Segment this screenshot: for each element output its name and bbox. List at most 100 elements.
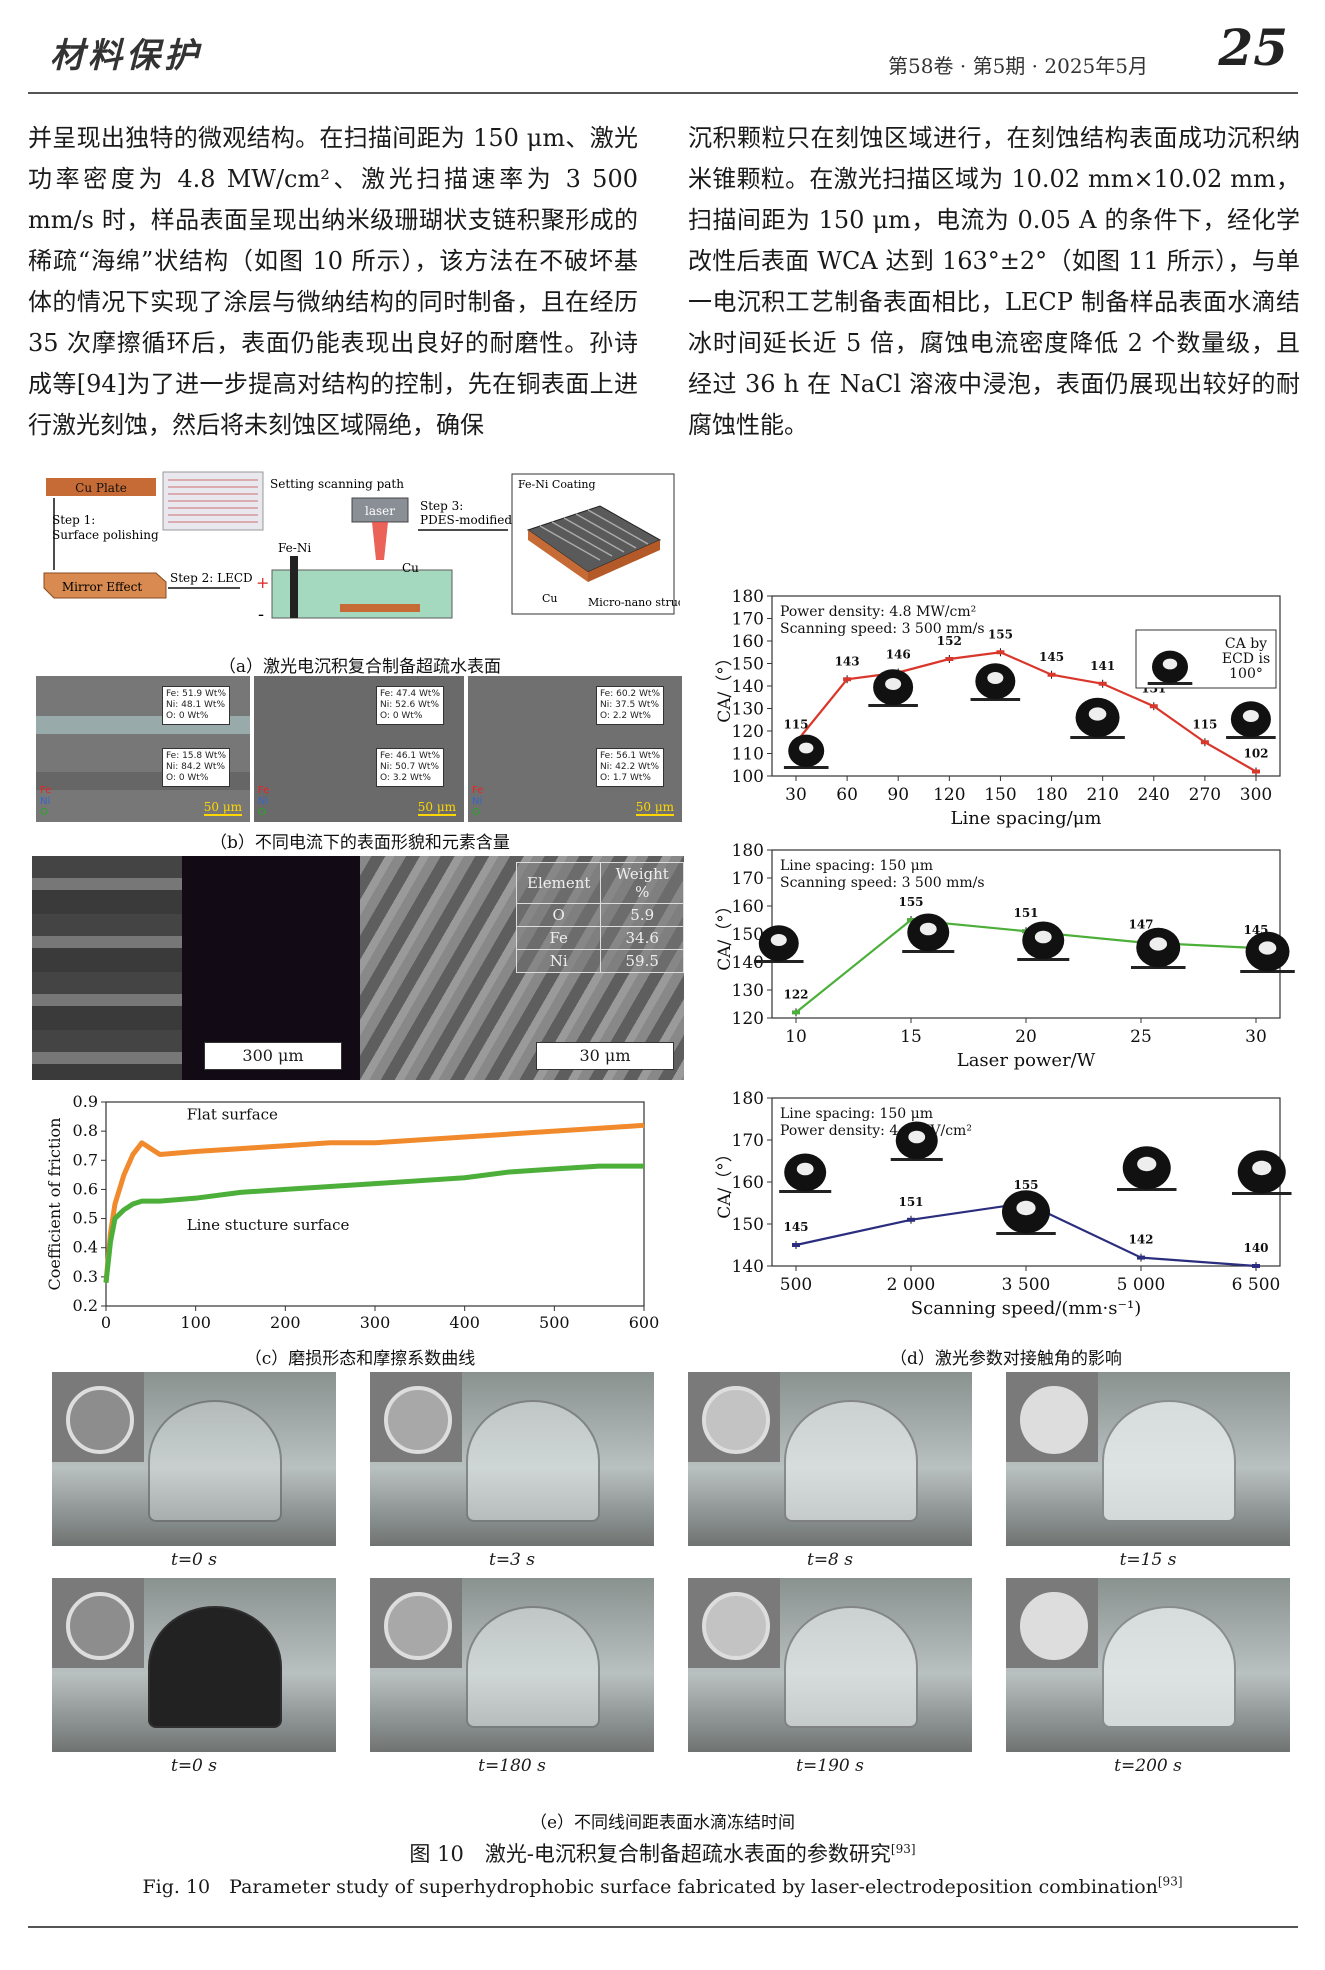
ecd-note-text: ECD is — [1222, 651, 1270, 667]
droplet-highlight — [770, 934, 787, 946]
droplet-highlight — [1088, 707, 1107, 721]
droplet-highlight — [1034, 930, 1052, 944]
caption-e: （e）不同线间距表面水滴冻结时间 — [529, 1813, 796, 1833]
droplet-photo — [52, 1372, 336, 1546]
sem-scale-3: 50 μm — [635, 800, 674, 816]
droplet-highlight — [1242, 710, 1259, 722]
series-line — [103, 1163, 644, 1283]
droplet-photo — [370, 1578, 654, 1752]
y-tick-label: 140 — [732, 677, 764, 697]
wear-image-map: 300 μm — [32, 856, 360, 1080]
y-tick-label: 140 — [732, 953, 764, 973]
data-label: 140 — [1243, 1241, 1268, 1255]
time-label: t=190 s — [796, 1756, 864, 1776]
condition-note: Scanning speed: 3 500 mm/s — [780, 621, 985, 637]
ecd-droplet-icon — [1147, 650, 1193, 685]
x-tick-label: 120 — [933, 785, 965, 805]
cu2-label: Cu — [542, 592, 558, 605]
micronano-label: Micro-nano structure — [588, 596, 680, 609]
y-tick-label: 150 — [732, 655, 764, 675]
y-tick-label: 0.8 — [73, 1121, 98, 1140]
droplet-highlight — [1162, 658, 1178, 670]
x-tick-label: 30 — [785, 785, 807, 805]
data-label: 151 — [898, 1195, 923, 1209]
droplet-icon — [1240, 931, 1295, 973]
data-point — [1252, 1264, 1260, 1268]
x-axis-label: Line spacing/μm — [951, 808, 1102, 829]
y-tick-label: 0.6 — [73, 1179, 98, 1198]
x-tick-label: 90 — [887, 785, 909, 805]
x-tick-label: 20 — [1015, 1027, 1037, 1047]
y-tick-label: 0.9 — [73, 1092, 98, 1111]
data-point — [1137, 1255, 1145, 1260]
droplet-substrate — [970, 698, 1021, 701]
droplet-highlight — [1252, 1160, 1272, 1176]
droplet-highlight — [1258, 941, 1277, 955]
droplet-substrate — [890, 1158, 943, 1161]
caption-b: （b）不同电流下的表面形貌和元素含量 — [210, 833, 510, 853]
droplet-icon — [779, 1153, 832, 1193]
sem-image-1: Fe: 51.9 Wt%Ni: 48.1 Wt%O: 0 Wt% Fe: 15.… — [36, 676, 250, 822]
water-droplet — [1102, 1400, 1236, 1522]
x-tick-label: 15 — [900, 1027, 922, 1047]
droplet-icon — [1070, 697, 1125, 739]
x-tick-label: 400 — [449, 1313, 480, 1332]
x-tick-label: 3 500 — [1002, 1275, 1051, 1295]
data-label: 155 — [1013, 1178, 1038, 1192]
eds-box-6: Fe: 56.1 Wt%Ni: 42.2 Wt%O: 1.7 Wt% — [596, 748, 664, 787]
step3-desc: PDES-modified — [420, 513, 512, 527]
data-point — [996, 650, 1005, 655]
y-tick-label: 160 — [732, 1173, 764, 1193]
droplet-substrate — [1147, 682, 1193, 685]
water-droplet — [466, 1606, 600, 1728]
droplet-photo — [688, 1372, 972, 1546]
data-label: 145 — [1039, 650, 1064, 664]
x-tick-label: 210 — [1086, 785, 1118, 805]
y-tick-label: 130 — [732, 700, 764, 720]
caption-c: （c）磨损形态和摩擦系数曲线 — [244, 1349, 476, 1369]
droplet-substrate — [868, 704, 918, 707]
y-tick-label: 130 — [732, 981, 764, 1001]
x-tick-label: 600 — [629, 1313, 660, 1332]
y-tick-label: 110 — [732, 745, 764, 765]
scale-300: 300 μm — [204, 1042, 342, 1070]
y-tick-label: 140 — [732, 1257, 764, 1277]
x-tick-label: 2 000 — [887, 1275, 936, 1295]
x-tick-label: 300 — [1240, 785, 1272, 805]
droplet-substrate — [1017, 958, 1070, 961]
droplet-substrate — [1231, 1192, 1292, 1195]
y-tick-label: 170 — [732, 1131, 764, 1151]
x-tick-label: 500 — [780, 1275, 812, 1295]
series-label: Flat surface — [187, 1105, 278, 1123]
data-label: 115 — [783, 717, 808, 731]
minus-sign: - — [258, 604, 264, 625]
step1-label: Step 1: — [52, 513, 95, 527]
time-label: t=15 s — [1119, 1550, 1177, 1570]
data-point — [1098, 681, 1107, 686]
x-tick-label: 60 — [836, 785, 858, 805]
y-axis-label: Coefficient of friction — [45, 1118, 64, 1291]
time-label: t=0 s — [170, 1550, 218, 1570]
ecd-note-text: 100° — [1229, 666, 1263, 682]
data-point — [1047, 672, 1056, 677]
x-tick-label: 200 — [270, 1313, 301, 1332]
x-tick-label: 30 — [1245, 1027, 1267, 1047]
y-tick-label: 100 — [732, 767, 764, 787]
condition-note: Line spacing: 150 μm — [780, 1106, 933, 1122]
sem-scale-2: 50 μm — [417, 800, 456, 816]
scale-30: 30 μm — [536, 1042, 674, 1070]
water-droplet — [466, 1400, 600, 1522]
droplet-highlight — [796, 1162, 814, 1176]
x-tick-label: 150 — [984, 785, 1016, 805]
data-label: 143 — [835, 654, 860, 668]
droplet-photo — [52, 1578, 336, 1752]
step2-label: Step 2: LECD — [170, 571, 253, 585]
data-point — [1252, 769, 1260, 774]
y-axis-label: CA/（°） — [715, 649, 735, 723]
data-point — [843, 677, 852, 682]
